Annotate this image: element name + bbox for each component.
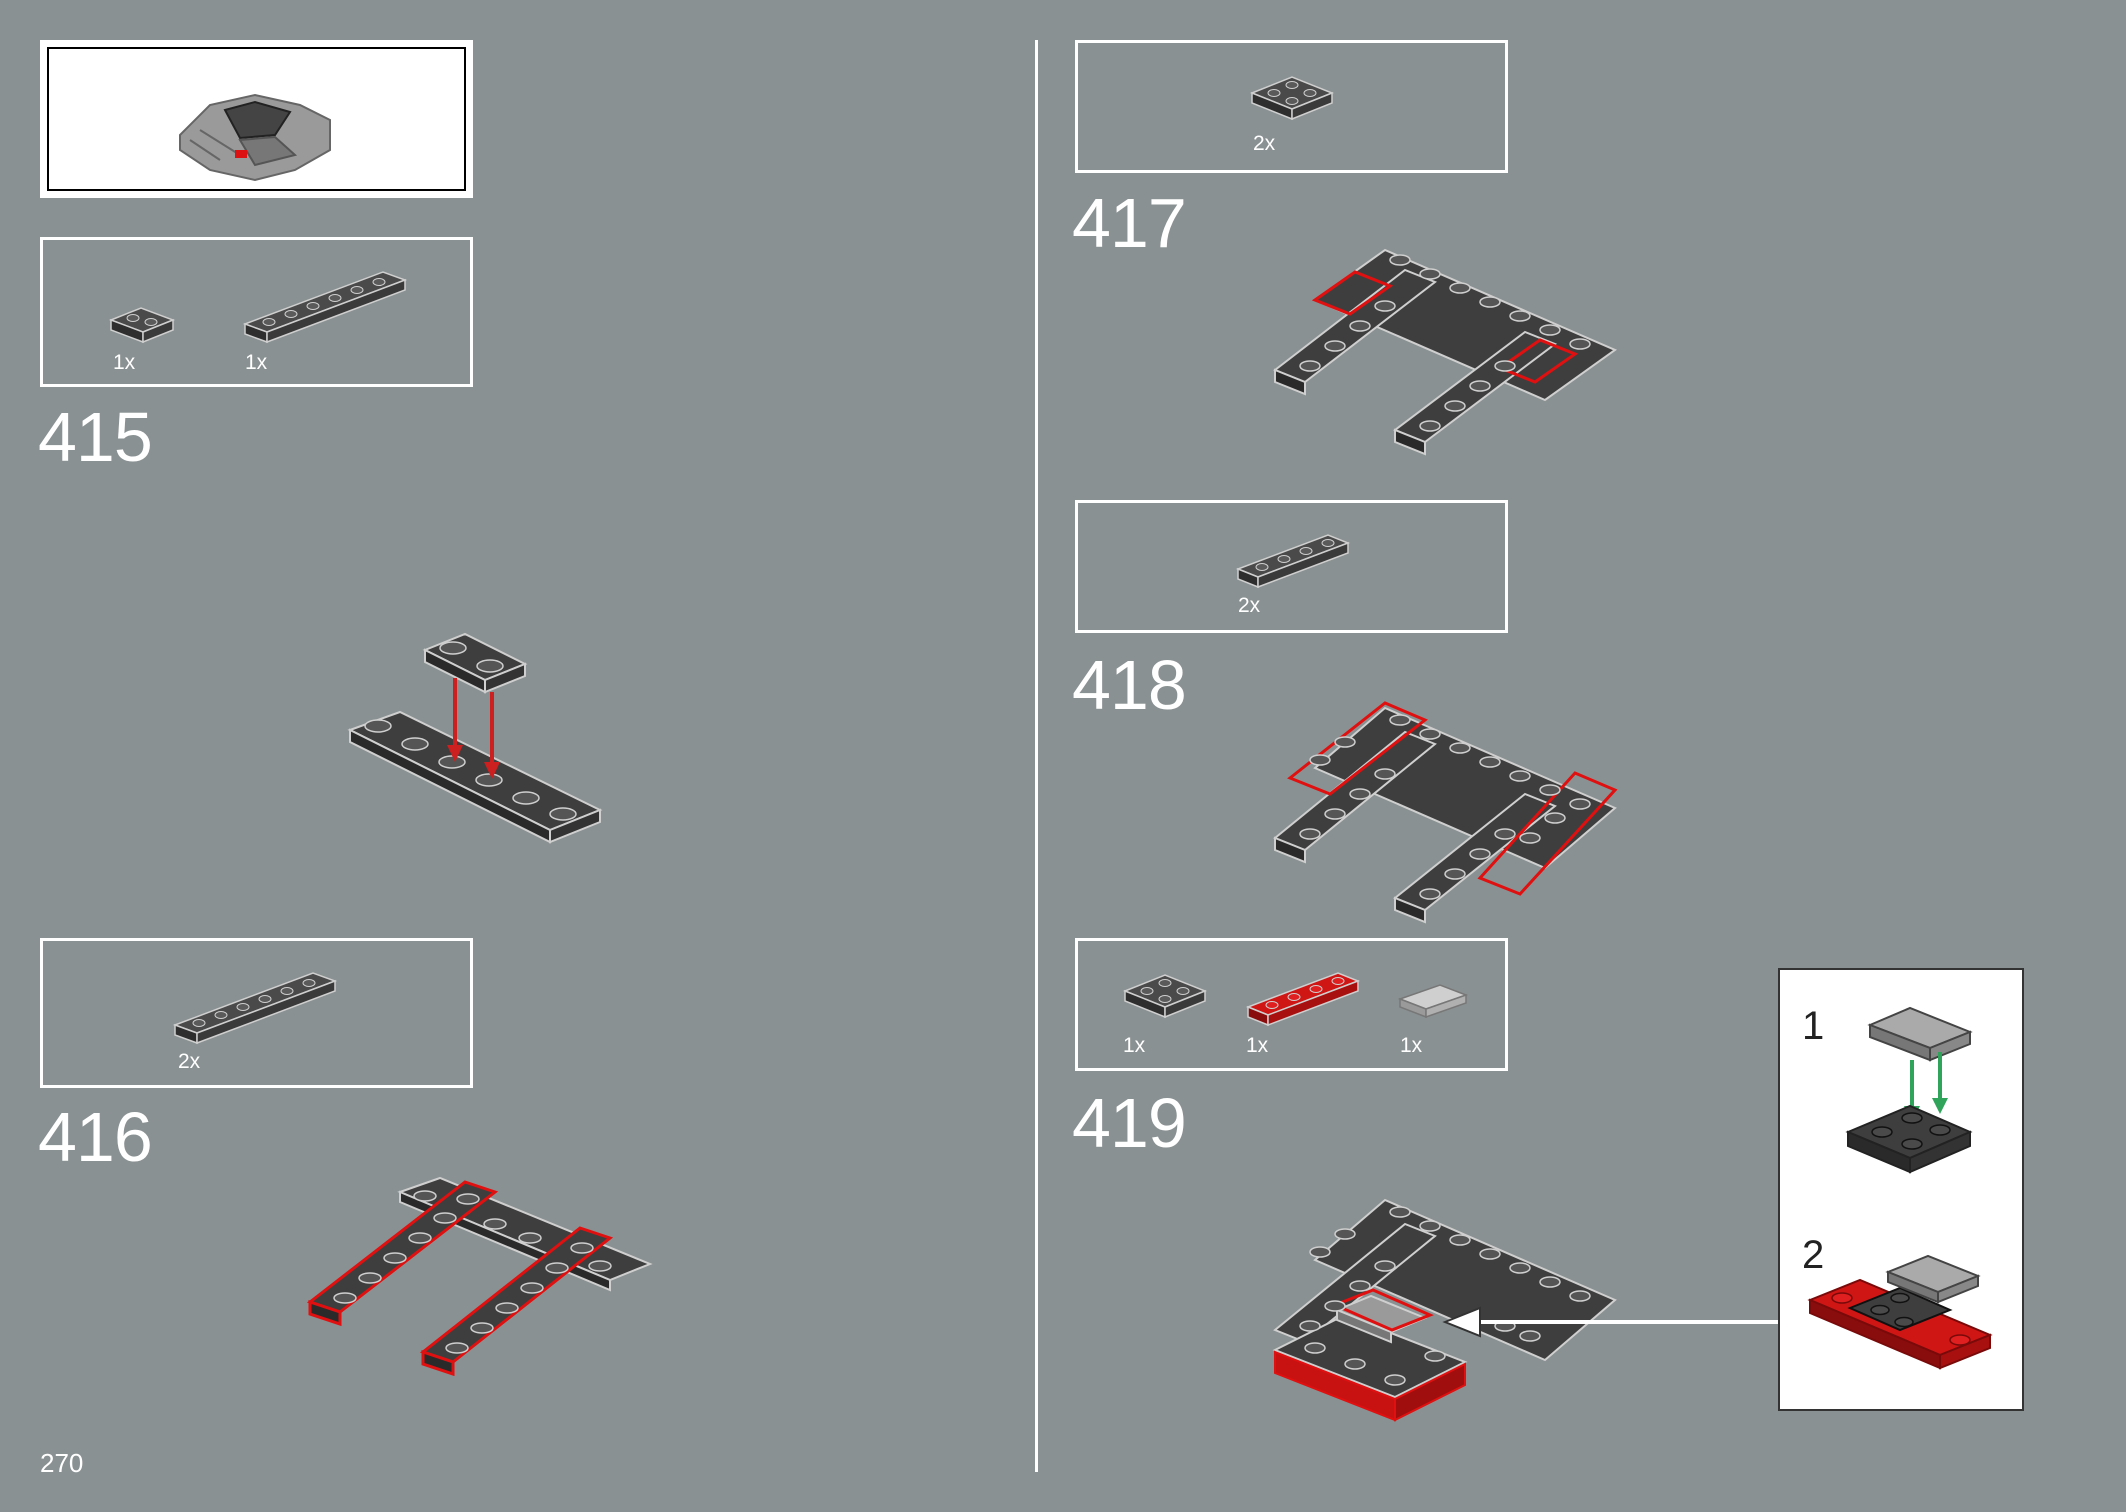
plate-1x4-red-icon bbox=[1245, 972, 1361, 1027]
page-number: 270 bbox=[40, 1448, 84, 1478]
step-415-assembly bbox=[347, 632, 603, 844]
step-419-assembly bbox=[1272, 1198, 1778, 1422]
step-419-parts-box: 1x 1x 1x bbox=[1075, 938, 1508, 1071]
plate-1x6-dark-gray-icon bbox=[172, 972, 338, 1045]
plate-1x2-dark-gray-icon bbox=[108, 307, 176, 344]
callout-substep-2-illustration bbox=[1807, 1254, 1993, 1370]
callout-substep-1-illustration bbox=[1845, 1006, 1973, 1174]
step-419-number: 419 bbox=[1072, 1084, 1187, 1162]
step-417-part-1-qty: 2x bbox=[1253, 132, 1276, 155]
step-417-parts-box: 2x bbox=[1075, 40, 1508, 173]
step-419-part-1-qty: 1x bbox=[1123, 1034, 1146, 1057]
step-418-part-1-qty: 2x bbox=[1238, 594, 1261, 617]
callout-substep-1-number: 1 bbox=[1802, 1004, 1825, 1048]
model-overview-box bbox=[40, 40, 473, 198]
step-416-assembly bbox=[306, 1176, 653, 1377]
model-overview-illustration bbox=[179, 93, 331, 182]
tile-1x2-light-gray-icon bbox=[1397, 984, 1469, 1019]
plate-2x2-dark-gray-icon bbox=[1249, 76, 1335, 121]
step-415-parts-box: 1x 1x bbox=[40, 237, 473, 387]
step-418-parts-box: 2x bbox=[1075, 500, 1508, 633]
callout-pointer-arrow-icon bbox=[1442, 1306, 1778, 1338]
step-416-parts-box: 2x bbox=[40, 938, 473, 1088]
overview-red-mark bbox=[235, 150, 247, 158]
step-419-part-3-qty: 1x bbox=[1400, 1034, 1423, 1057]
step-418-number: 418 bbox=[1072, 646, 1187, 724]
step-415-number: 415 bbox=[38, 398, 153, 476]
step-417-assembly bbox=[1272, 248, 1618, 456]
step-416-part-1-qty: 2x bbox=[178, 1050, 201, 1073]
plate-1x6-dark-gray-icon bbox=[242, 271, 408, 344]
plate-1x4-dark-gray-icon bbox=[1235, 534, 1351, 589]
step-416-number: 416 bbox=[38, 1098, 153, 1176]
plate-2x2-dark-gray-icon bbox=[1122, 974, 1208, 1019]
step-418-assembly bbox=[1273, 701, 1618, 924]
step-415-part-2-qty: 1x bbox=[245, 351, 268, 374]
step-417-number: 417 bbox=[1072, 184, 1187, 262]
page-divider bbox=[1035, 40, 1038, 1472]
step-415-part-1-qty: 1x bbox=[113, 351, 136, 374]
step-419-part-2-qty: 1x bbox=[1246, 1034, 1269, 1057]
red-down-arrow-icon bbox=[447, 678, 500, 779]
subassembly-callout: 1 2 bbox=[1778, 968, 2024, 1411]
callout-substep-2-number: 2 bbox=[1802, 1233, 1825, 1277]
